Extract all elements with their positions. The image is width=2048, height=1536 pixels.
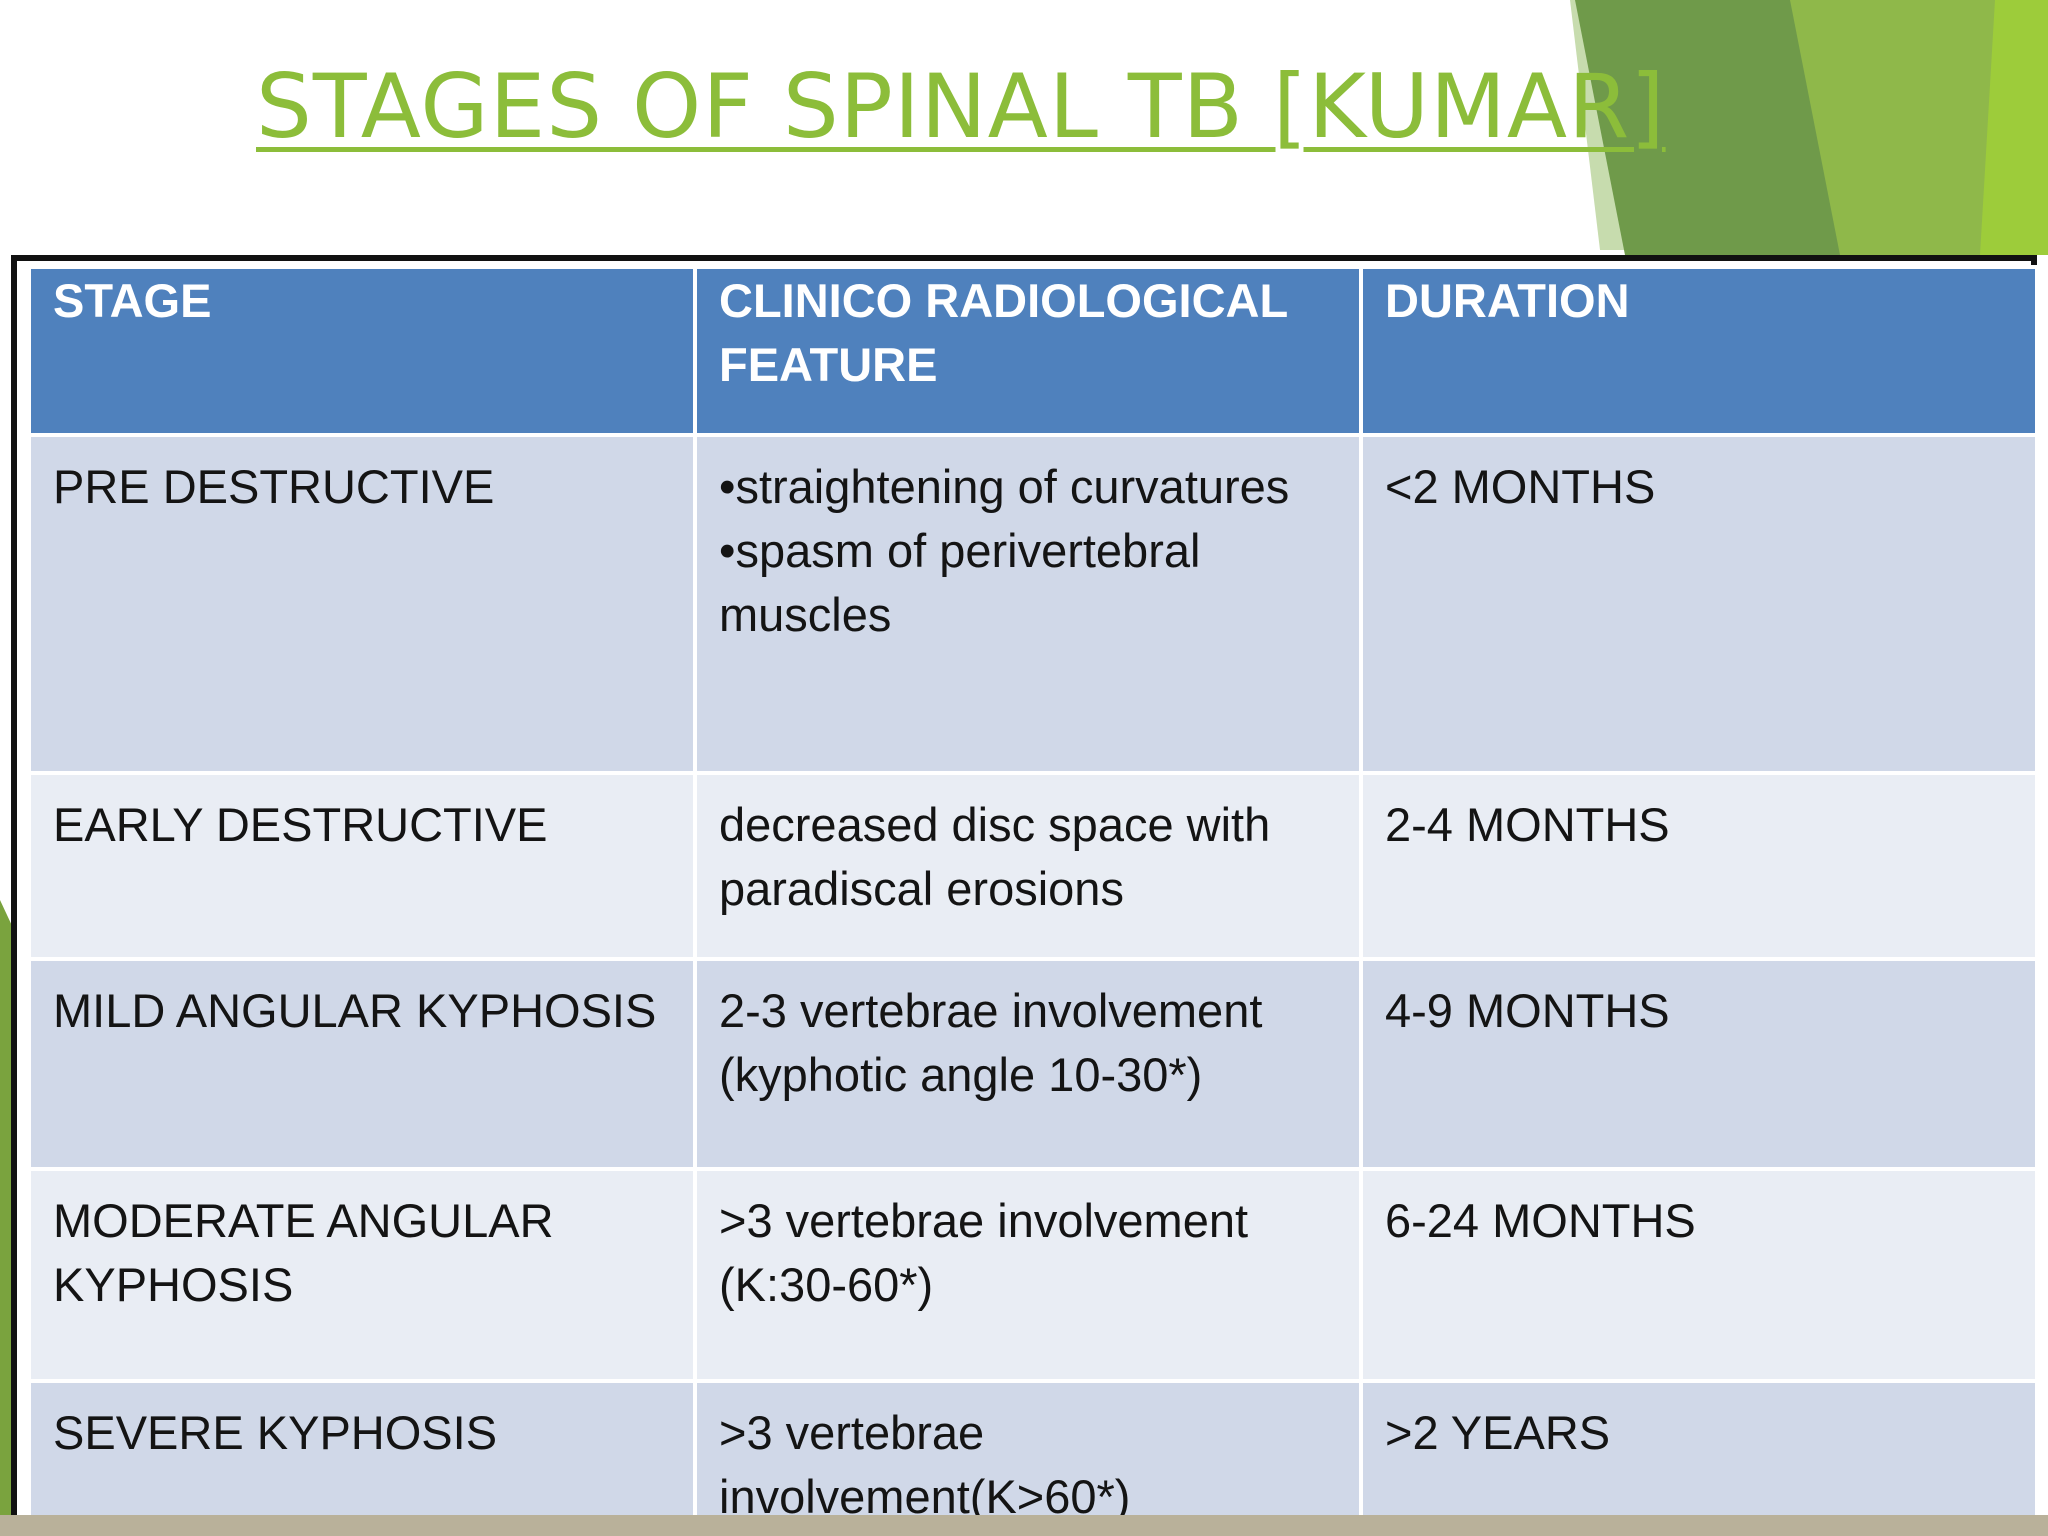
header-duration: DURATION — [1359, 265, 2039, 437]
table-frame: STAGE CLINICO RADIOLOGICAL FEATURE DURAT… — [11, 255, 2039, 1533]
stage-cell: SEVERE KYPHOSIS — [27, 1379, 697, 1533]
header-stage: STAGE — [27, 265, 697, 437]
header-feature: CLINICO RADIOLOGICAL FEATURE — [693, 265, 1363, 437]
table-row: PRE DESTRUCTIVE •straightening of curvat… — [27, 433, 2039, 775]
duration-cell: 6-24 MONTHS — [1359, 1167, 2039, 1383]
feature-cell: decreased disc space with paradiscal ero… — [693, 771, 1363, 961]
decor-facet-mid — [1790, 0, 2048, 255]
bottom-edge-strip — [0, 1515, 2048, 1536]
decor-facet-dark — [1575, 0, 1845, 255]
duration-cell: <2 MONTHS — [1359, 433, 2039, 775]
feature-line: (K:30-60*) — [719, 1258, 934, 1311]
stage-cell: PRE DESTRUCTIVE — [27, 433, 697, 775]
duration-cell: 2-4 MONTHS — [1359, 771, 2039, 961]
decor-facet-left — [0, 900, 14, 1515]
table-row: MODERATE ANGULAR KYPHOSIS >3 vertebrae i… — [27, 1167, 2039, 1383]
feature-line: •straightening of curvatures — [719, 460, 1290, 513]
table-header-row: STAGE CLINICO RADIOLOGICAL FEATURE DURAT… — [27, 265, 2039, 437]
table-row: EARLY DESTRUCTIVE decreased disc space w… — [27, 771, 2039, 961]
feature-line: >3 vertebrae involvement — [719, 1194, 1249, 1247]
feature-line: >3 vertebrae involvement(K>60*) — [719, 1406, 1131, 1523]
duration-cell: >2 YEARS — [1359, 1379, 2039, 1533]
stage-cell: MILD ANGULAR KYPHOSIS — [27, 957, 697, 1171]
feature-line: 2-3 vertebrae involvement — [719, 984, 1263, 1037]
feature-cell: >3 vertebrae involvement(K>60*) — [693, 1379, 1363, 1533]
feature-cell: •straightening of curvatures •spasm of p… — [693, 433, 1363, 775]
table-row: MILD ANGULAR KYPHOSIS 2-3 vertebrae invo… — [27, 957, 2039, 1171]
stage-cell: EARLY DESTRUCTIVE — [27, 771, 697, 961]
stages-table: STAGE CLINICO RADIOLOGICAL FEATURE DURAT… — [27, 265, 2039, 1533]
stage-cell: MODERATE ANGULAR KYPHOSIS — [27, 1167, 697, 1383]
duration-cell: 4-9 MONTHS — [1359, 957, 2039, 1171]
feature-line: (kyphotic angle 10-30*) — [719, 1048, 1203, 1101]
feature-cell: 2-3 vertebrae involvement (kyphotic angl… — [693, 957, 1363, 1171]
feature-line: decreased disc space with paradiscal ero… — [719, 798, 1271, 915]
slide-title: STAGES OF SPINAL TB [KUMAR] — [256, 55, 1666, 158]
feature-cell: >3 vertebrae involvement (K:30-60*) — [693, 1167, 1363, 1383]
decor-facet-bright — [1980, 0, 2048, 255]
feature-line: •spasm of perivertebral muscles — [719, 524, 1201, 641]
table-row: SEVERE KYPHOSIS >3 vertebrae involvement… — [27, 1379, 2039, 1533]
